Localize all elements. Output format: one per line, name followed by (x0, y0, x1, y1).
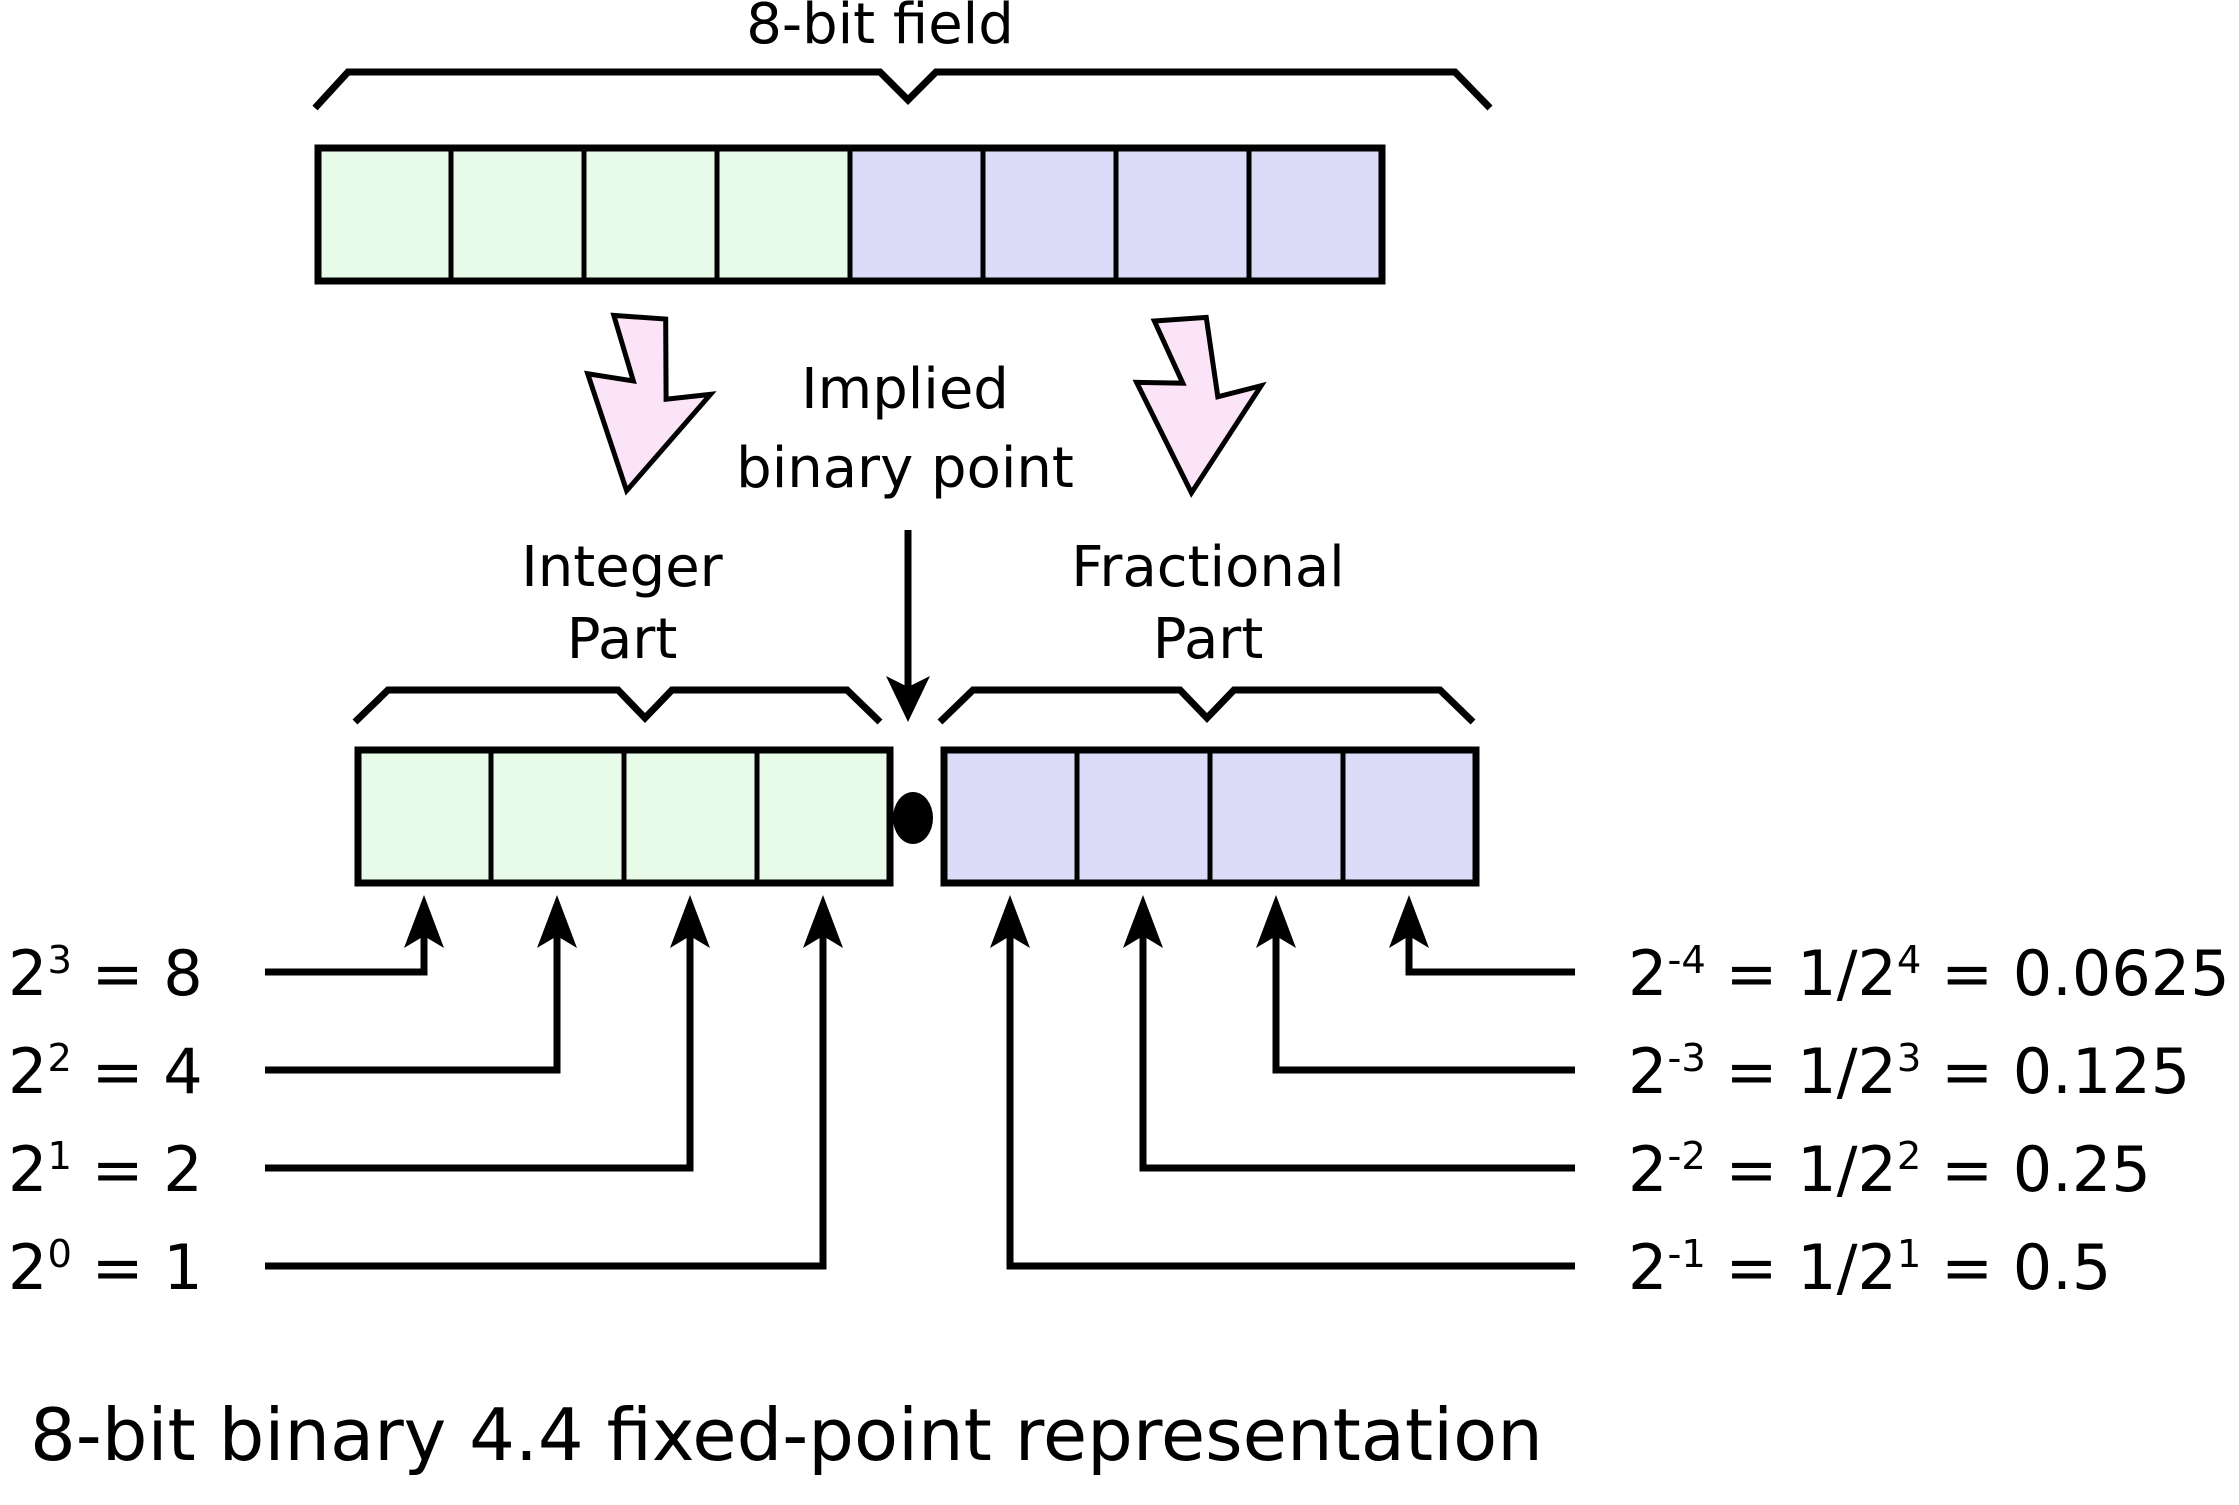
integer-weight-label-0: 23 = 8 (8, 937, 203, 1010)
int-w0-base: 2 (8, 937, 47, 1010)
frac-w3-base: 2 (1628, 1231, 1667, 1304)
int-w1-exp: 2 (47, 1036, 71, 1081)
int-w1-eq: = 4 (72, 1035, 203, 1108)
top-cell-frac-4 (1246, 145, 1385, 284)
integer-part-label-line1: Integer (521, 535, 723, 600)
implied-label-line1: Implied (801, 357, 1009, 422)
frac-w2-val: = 0.25 (1921, 1133, 2150, 1206)
integer-part-label-line2: Part (567, 607, 678, 672)
integer-bit-row (354, 746, 894, 887)
frac-w1-val: = 0.125 (1921, 1035, 2190, 1108)
frac-cell-eighth (1207, 747, 1346, 886)
connector-int-8 (265, 895, 444, 976)
frac-w2-exp: -2 (1667, 1134, 1705, 1179)
fraction-weight-labels: 2-4 = 1/24 = 0.0625 2-3 = 1/23 = 0.125 2… (1628, 937, 2230, 1304)
implied-label-line2: binary point (736, 436, 1074, 501)
top-cell-frac-1 (847, 145, 986, 284)
frac-w0-exp: -4 (1667, 938, 1705, 983)
frac-w1-exp2: 3 (1897, 1036, 1921, 1081)
int-cell-4 (488, 747, 627, 886)
diagram-caption: 8-bit binary 4.4 fixed-point representat… (30, 1393, 1543, 1477)
frac-w3-exp2: 1 (1897, 1232, 1921, 1277)
top-cell-int-3 (315, 145, 454, 284)
top-bit-row (314, 144, 1386, 285)
fraction-bit-row (940, 746, 1480, 887)
top-cell-int-2 (448, 145, 587, 284)
top-cell-frac-3 (1113, 145, 1252, 284)
frac-cell-quarter (1074, 747, 1213, 886)
connector-int-1 (265, 895, 843, 1270)
int-w3-eq: = 1 (72, 1231, 203, 1304)
integer-weight-label-1: 22 = 4 (8, 1035, 203, 1108)
frac-cell-half (941, 747, 1080, 886)
top-cell-int-1 (581, 145, 720, 284)
int-w3-base: 2 (8, 1231, 47, 1304)
fraction-weight-label-3: 2-1 = 1/21 = 0.5 (1628, 1231, 2111, 1304)
connector-frac-25 (1123, 895, 1575, 1172)
implied-point-arrow (886, 530, 930, 722)
integer-part-brace (352, 686, 883, 725)
frac-w0-val: = 0.0625 (1921, 937, 2229, 1010)
int-w1-base: 2 (8, 1035, 47, 1108)
int-cell-8 (355, 747, 494, 886)
integer-weight-label-3: 20 = 1 (8, 1231, 203, 1304)
frac-w0-base: 2 (1628, 937, 1667, 1010)
fraction-row-outline (940, 746, 1480, 887)
frac-cell-sixteenth (1340, 747, 1479, 886)
binary-point-dot (893, 792, 933, 844)
integer-row-outline (354, 746, 894, 887)
top-field-brace (312, 68, 1493, 111)
int-w2-eq: = 2 (72, 1133, 203, 1206)
top-row-outline (314, 144, 1386, 285)
frac-w1-mid: = 1/2 (1706, 1035, 1897, 1108)
frac-w2-exp2: 2 (1897, 1134, 1921, 1179)
int-w3-exp: 0 (47, 1232, 71, 1277)
frac-w1-base: 2 (1628, 1035, 1667, 1108)
frac-w2-mid: = 1/2 (1706, 1133, 1897, 1206)
field-title-label: 8-bit field (746, 0, 1014, 57)
int-w0-eq: = 8 (72, 937, 203, 1010)
connector-int-4 (265, 895, 577, 1074)
fraction-weight-label-0: 2-4 = 1/24 = 0.0625 (1628, 937, 2230, 1010)
split-arrow-left (584, 312, 717, 496)
frac-w3-mid: = 1/2 (1706, 1231, 1897, 1304)
frac-w3-val: = 0.5 (1921, 1231, 2111, 1304)
frac-w3-exp: -1 (1667, 1232, 1705, 1277)
connector-frac-0625 (1389, 895, 1575, 976)
fractional-part-label-line2: Part (1153, 607, 1264, 672)
split-arrow-right (1132, 314, 1267, 498)
int-cell-2 (621, 747, 760, 886)
integer-weight-label-2: 21 = 2 (8, 1133, 203, 1206)
int-w2-exp: 1 (47, 1134, 71, 1179)
connector-frac-5 (990, 895, 1575, 1270)
frac-w1-exp: -3 (1667, 1036, 1705, 1081)
connector-frac-125 (1256, 895, 1575, 1074)
fraction-weight-label-1: 2-3 = 1/23 = 0.125 (1628, 1035, 2190, 1108)
fraction-weight-label-2: 2-2 = 1/22 = 0.25 (1628, 1133, 2151, 1206)
integer-weight-labels: 23 = 8 22 = 4 21 = 2 20 = 1 (8, 937, 203, 1304)
int-cell-1 (754, 747, 893, 886)
top-cell-int-0 (714, 145, 853, 284)
int-w0-exp: 3 (47, 938, 71, 983)
frac-w2-base: 2 (1628, 1133, 1667, 1206)
fractional-part-label-line1: Fractional (1071, 535, 1344, 600)
top-cell-frac-2 (980, 145, 1119, 284)
int-w2-base: 2 (8, 1133, 47, 1206)
frac-w0-exp2: 4 (1897, 938, 1921, 983)
connector-int-2 (265, 895, 710, 1172)
frac-w0-mid: = 1/2 (1706, 937, 1897, 1010)
fractional-part-brace (937, 686, 1476, 725)
